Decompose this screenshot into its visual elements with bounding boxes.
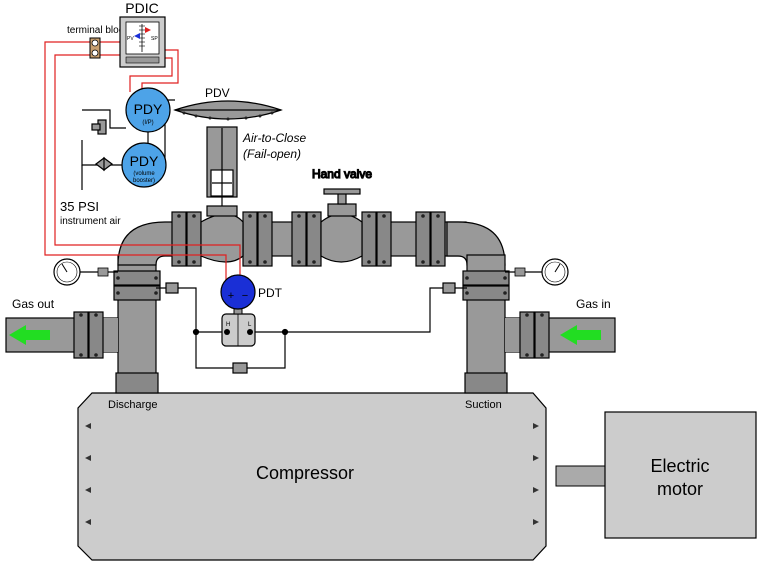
fail-open-label: (Fail-open) bbox=[243, 147, 301, 161]
filter-regulator bbox=[91, 119, 113, 172]
pressure-gauge-icon bbox=[505, 258, 569, 286]
compressor: Compressor bbox=[77, 392, 547, 561]
pdt-minus-label: − bbox=[242, 290, 248, 302]
flow-arrow-icon bbox=[9, 325, 601, 345]
gas-out-label: Gas out bbox=[12, 297, 55, 311]
hand-valve-label: Hand valve bbox=[312, 167, 372, 181]
compressor-label: Compressor bbox=[256, 463, 354, 483]
pdic-sp-label: SP bbox=[151, 36, 158, 42]
signal-wiring bbox=[44, 41, 241, 282]
impulse-tubing bbox=[156, 282, 467, 374]
pdv-label: PDV bbox=[205, 86, 230, 100]
supply-air-label: instrument air bbox=[60, 216, 121, 227]
terminal-block-label: terminal block bbox=[67, 25, 130, 36]
pdy-booster-sub1: (volume bbox=[133, 171, 155, 177]
motor-label-line2: motor bbox=[657, 479, 703, 499]
pdic-label: PDIC bbox=[125, 0, 158, 16]
pdy-ip-transducer: PDY (I/P) bbox=[125, 87, 171, 133]
pdt-label: PDT bbox=[258, 286, 283, 300]
pdv-actuator bbox=[173, 100, 283, 206]
discharge-label: Discharge bbox=[108, 399, 158, 411]
pressure-gauge-icon bbox=[53, 258, 118, 286]
air-to-close-label: Air-to-Close bbox=[242, 131, 306, 145]
pdt-h-label: H bbox=[226, 322, 230, 328]
pdy-booster-label: PDY bbox=[130, 153, 159, 169]
pdy-booster-sub2: booster) bbox=[133, 178, 155, 184]
motor-label-line1: Electric bbox=[650, 456, 709, 476]
gas-in-label: Gas in bbox=[576, 297, 611, 311]
pdy-ip-label: PDY bbox=[134, 101, 163, 117]
electric-motor: Electric motor bbox=[604, 411, 757, 539]
shaft bbox=[555, 465, 606, 487]
pdic-controller: PV SP PDIC bbox=[119, 0, 166, 68]
pdv-valve-body bbox=[200, 205, 244, 263]
suction-label: Suction bbox=[465, 399, 502, 411]
pdy-ip-sub-label: (I/P) bbox=[142, 120, 153, 126]
pdic-pv-label: PV bbox=[127, 36, 134, 42]
pdt-plus-label: + bbox=[228, 290, 234, 302]
pdt-transmitter: H L + − PDT bbox=[220, 274, 283, 347]
tee-fillets bbox=[100, 318, 523, 352]
bolt-icon bbox=[79, 214, 544, 357]
flanges bbox=[73, 211, 550, 394]
bolt-icon bbox=[182, 111, 274, 121]
supply-psi-label: 35 PSI bbox=[60, 199, 99, 214]
terminal-block: terminal block bbox=[67, 25, 130, 59]
pdy-volume-booster: PDY (volume booster) bbox=[121, 142, 167, 188]
hand-valve: Hand valve bbox=[311, 166, 373, 263]
pdt-l-label: L bbox=[248, 322, 252, 328]
